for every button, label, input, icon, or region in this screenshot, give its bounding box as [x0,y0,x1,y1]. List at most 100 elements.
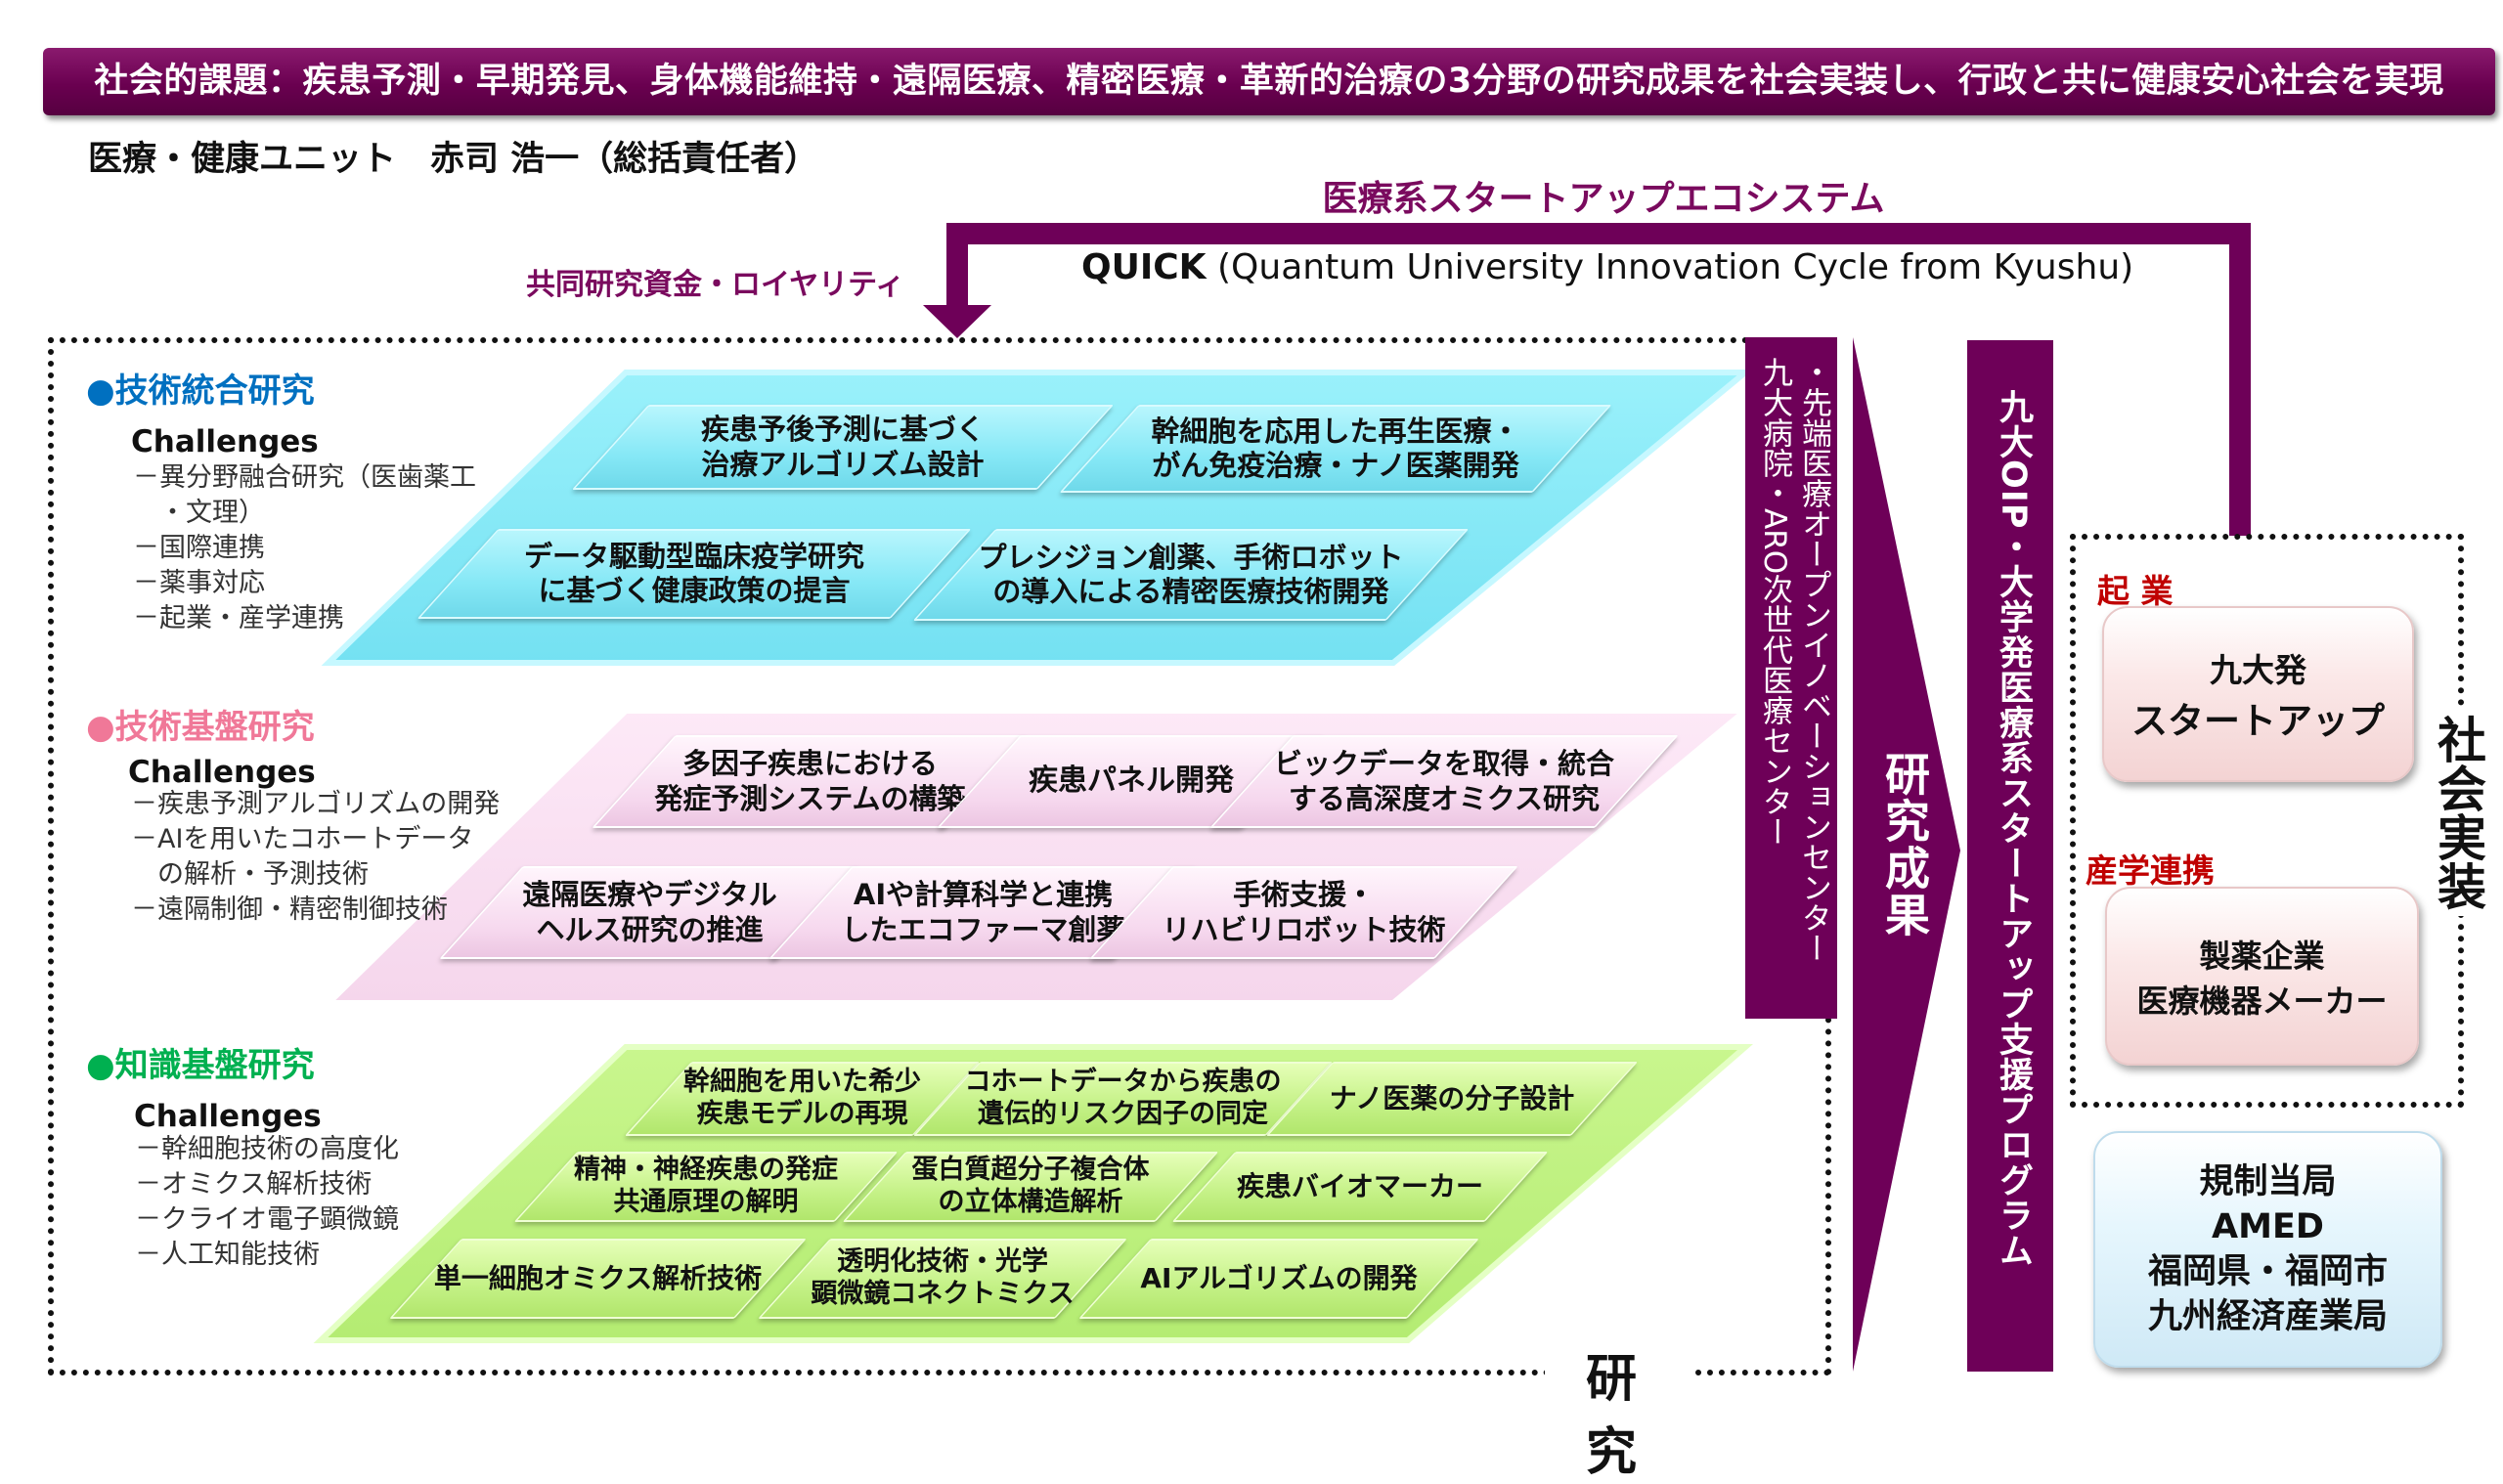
research-item-line: リハビリロボット技術 [1162,912,1446,946]
startup-card: 九大発 スタートアップ [2102,606,2414,782]
research-item: AIアルゴリズムの開発 [1115,1239,1443,1319]
research-item-line: の立体構造解析 [938,1187,1123,1217]
research-item-line: 疾患パネル開発 [1029,764,1234,799]
research-item-line: ナノ医薬の分子設計 [1329,1081,1575,1114]
research-item-text: 蛋白質超分子複合体の立体構造解析 [912,1155,1150,1219]
research-item-text: 幹細胞を用いた希少疾患モデルの再現 [683,1067,921,1131]
gov-card-line: 九州経済産業局 [2147,1297,2388,1336]
research-results-label: 研究成果 [1878,751,1931,938]
challenge-item: －クライオ電子顕微鏡 [135,1204,399,1235]
research-item-line: AIや計算科学と連携 [853,878,1114,912]
research-item: 単一細胞オミクス解析技術 [425,1239,770,1319]
research-item-line: 幹細胞を応用した再生医療・ [1151,414,1520,448]
research-item-text: 透明化技術・光学顕微鏡コネクトミクス [811,1246,1074,1311]
research-item-line: 疾患バイオマーカー [1236,1169,1483,1202]
research-item: 手術支援・リハビリロボット技術 [1131,866,1476,959]
research-item-line: 透明化技術・光学 [836,1246,1048,1278]
research-item: 疾患予後予測に基づく治療アルゴリズム設計 [610,405,1076,490]
research-item-line: ヘルス研究の推進 [536,912,764,946]
research-item: ビックデータを取得・統合する高深度オミクス研究 [1252,735,1637,828]
research-item-text: 疾患パネル開発 [1029,764,1234,800]
research-item-line: AIアルゴリズムの開発 [1140,1261,1418,1294]
research-item: 疾患バイオマーカー [1204,1152,1516,1222]
government-card: 規制当局 AMED 福岡県・福岡市 九州経済産業局 [2093,1131,2442,1368]
quick-expansion: (Quantum University Innovation Cycle fro… [1206,247,2134,287]
research-item: 幹細胞を用いた希少疾患モデルの再現 [658,1062,946,1136]
research-item-text: 多因子疾患における発症予測システムの構築 [654,747,965,816]
research-item-text: AIや計算科学と連携したエコファーマ創薬 [841,878,1124,947]
research-item-text: 精神・神経疾患の発症共通原理の解明 [574,1155,838,1219]
research-item-line: 多因子疾患における [681,747,938,781]
research-item: AIや計算科学と連携したエコファーマ創薬 [811,866,1156,959]
startup-card-line: スタートアップ [2131,700,2385,742]
challenge-item: の解析・予測技術 [131,859,369,890]
research-item-line: 幹細胞を用いた希少 [683,1067,921,1098]
gov-card-line: AMED [2212,1207,2324,1246]
research-item: ナノ医薬の分子設計 [1299,1062,1604,1136]
research-item: 幹細胞を応用した再生医療・がん免疫治療・ナノ医薬開発 [1099,405,1572,493]
research-item: 遠隔医療やデジタルヘルス研究の推進 [481,866,818,959]
gov-card-line: 規制当局 [2199,1162,2337,1201]
research-item-text: 疾患予後予測に基づく治療アルゴリズム設計 [701,413,985,482]
startup-label: 起 業 [2097,572,2174,610]
social-implementation-label: 社会実装 [2430,709,2493,916]
challenge-item: －人工知能技術 [135,1240,320,1270]
challenges-list-knowledge: －幹細胞技術の高度化 －オミクス解析技術 －クライオ電子顕微鏡 －人工知能技術 [135,1132,399,1273]
oip-program-bar: 九大OIP・大学発医療系スタートアップ支援プログラム [1967,340,2053,1372]
research-item: 透明化技術・光学顕微鏡コネクトミクス [794,1239,1091,1319]
research-item-line: 精神・神経疾患の発症 [574,1155,838,1186]
challenge-item: －異分野融合研究（医歯薬工 [133,462,476,493]
startup-card-line: 九大発 [2210,651,2306,689]
research-item-line: 顕微鏡コネクトミクス [811,1279,1075,1309]
oip-program-label: 九大OIP・大学発医療系スタートアップ支援プログラム [1994,389,2033,1269]
industry-collab-label: 産学連携 [2086,851,2215,890]
ecosystem-title: 医療系スタートアップエコシステム [1322,179,1885,219]
research-item-line: 遺伝的リスク因子の同定 [978,1099,1268,1129]
research-item-line: 疾患予後予測に基づく [700,413,985,447]
section-title-foundation-tech: ●技術基盤研究 [86,708,315,747]
hospital-center-bar: ・先端医療オープンイノベーションセンター 九大病院・ARO次世代医療センター [1745,337,1837,1019]
research-results-arrow [1853,337,1960,1372]
research-item: プレシジョン創薬、手術ロボットの導入による精密医療技術開発 [954,529,1427,621]
research-item-line: ビックデータを取得・統合 [1273,747,1614,781]
research-item-line: コホートデータから疾患の [964,1067,1282,1098]
research-item-line: 治療アルゴリズム設計 [701,447,985,481]
research-item-line: がん免疫治療・ナノ医薬開発 [1152,449,1519,482]
unit-title: 医療・健康ユニット 赤司 浩一（総括責任者） [88,140,819,179]
research-item-line: 疾患モデルの再現 [696,1099,908,1129]
research-item-line: の導入による精密医療技術開発 [992,575,1389,608]
challenges-label: Challenges [131,424,319,459]
challenge-item: －AIを用いたコホートデータ [131,824,474,854]
down-arrow-icon [923,305,991,338]
quick-acronym: QUICK [1081,247,1207,287]
research-item-line: 共通原理の解明 [613,1187,799,1217]
ecosystem-bracket-left [946,223,968,309]
research-item-text: 手術支援・リハビリロボット技術 [1162,878,1445,947]
challenges-label: Challenges [134,1099,322,1134]
research-item-line: したエコファーマ創薬 [841,912,1125,946]
research-item-text: ビックデータを取得・統合する高深度オミクス研究 [1274,747,1614,816]
research-item-text: コホートデータから疾患の遺伝的リスク因子の同定 [965,1067,1282,1131]
hospital-bar-text-left: 九大病院・ARO次世代医療センター [1757,357,1792,848]
ecosystem-bracket-top [946,223,2251,244]
research-item: 疾患パネル開発 [979,735,1284,828]
challenge-item: －疾患予測アルゴリズムの開発 [131,789,501,819]
quick-label: QUICK (Quantum University Innovation Cyc… [1081,247,2133,287]
research-item-text: 幹細胞を応用した再生医療・がん免疫治療・ナノ医薬開発 [1151,415,1519,484]
gov-card-line: 福岡県・福岡市 [2147,1252,2388,1291]
research-item-text: ナノ医薬の分子設計 [1330,1082,1575,1115]
research-item-line: 手術支援・ [1232,878,1375,912]
research-item-line: 単一細胞オミクス解析技術 [433,1261,763,1294]
social-challenge-banner: 社会的課題：疾患予測・早期発見、身体機能維持・遠隔医療、精密医療・革新的治療の3… [43,48,2495,115]
challenges-label: Challenges [128,755,316,790]
challenge-item: －オミクス解析技術 [135,1169,373,1200]
challenges-list-foundation-tech: －疾患予測アルゴリズムの開発 －AIを用いたコホートデータ の解析・予測技術 －… [131,787,500,928]
challenge-item: －薬事対応 [133,568,265,598]
research-item: 蛋白質超分子複合体の立体構造解析 [874,1152,1187,1222]
section-title-knowledge: ●知識基盤研究 [86,1046,315,1085]
challenge-item: －国際連携 [133,533,265,563]
research-item-line: データ駆動型臨床疫学研究 [523,539,864,573]
research-item: 多因子疾患における発症予測システムの構築 [634,735,987,828]
research-item-text: データ駆動型臨床疫学研究に基づく健康政策の提言 [524,540,864,609]
research-item-line: プレシジョン創薬、手術ロボット [978,540,1404,574]
